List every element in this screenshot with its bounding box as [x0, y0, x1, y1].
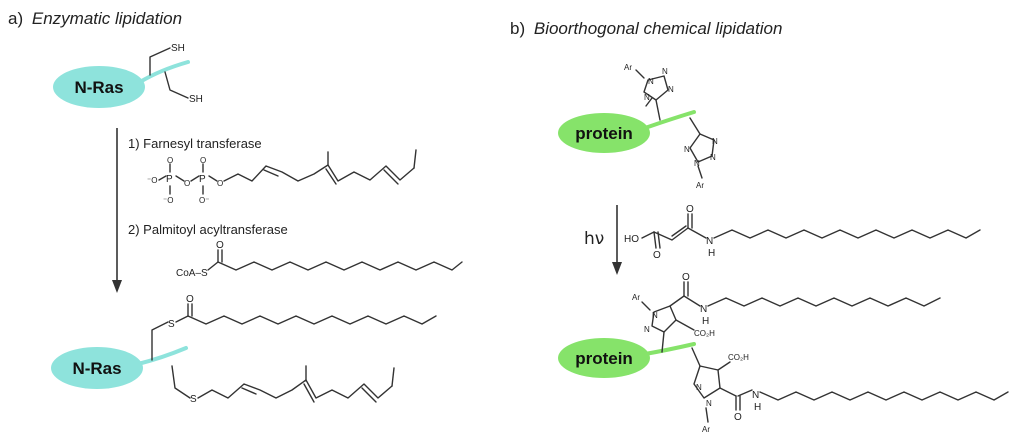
- svg-text:N: N: [700, 304, 707, 315]
- svg-text:CO₂H: CO₂H: [728, 353, 749, 362]
- n-ras-label-product: N-Ras: [72, 359, 121, 378]
- svg-text:Ar: Ar: [624, 63, 632, 72]
- pyrazoline-lower: N N Ar CO₂H O N H: [691, 347, 1009, 434]
- thiol-upper: SH: [171, 43, 185, 54]
- svg-text:O⁻: O⁻: [199, 196, 209, 205]
- n-ras-blob-start: [53, 66, 145, 108]
- svg-text:CO₂H: CO₂H: [694, 329, 715, 338]
- svg-text:N: N: [668, 85, 674, 94]
- n-ras-label-start: N-Ras: [74, 78, 123, 97]
- svg-text:N: N: [696, 383, 702, 392]
- svg-text:N: N: [752, 390, 759, 401]
- palmitoyl-coa: CoA–S O: [176, 240, 463, 279]
- thiol-arm-upper: [149, 47, 171, 76]
- svg-text:O: O: [184, 179, 190, 188]
- svg-text:H: H: [708, 248, 715, 259]
- step-farnesyl-transferase: 1) Farnesyl transferase: [128, 136, 262, 151]
- lipidated-n-ras-chains: S O S: [151, 294, 437, 405]
- svg-text:N: N: [706, 399, 712, 408]
- thiol-arm-lower: [164, 71, 189, 99]
- svg-text:O: O: [686, 204, 694, 215]
- svg-text:O: O: [186, 294, 194, 305]
- svg-text:N: N: [694, 159, 700, 168]
- svg-text:S: S: [190, 394, 197, 405]
- svg-text:O: O: [734, 412, 742, 423]
- svg-text:N: N: [710, 153, 716, 162]
- tetrazole-upper: Ar N N N N: [624, 63, 674, 121]
- step-palmitoyl-acyltransferase: 2) Palmitoyl acyltransferase: [128, 222, 288, 237]
- svg-text:CoA–S: CoA–S: [176, 268, 208, 279]
- panel-b-title: b) Bioorthogonal chemical lipidation: [510, 19, 782, 38]
- svg-text:HO: HO: [624, 234, 639, 245]
- svg-text:H: H: [702, 316, 709, 327]
- light-hv: hν: [584, 229, 604, 249]
- svg-text:O: O: [217, 179, 223, 188]
- svg-text:N: N: [712, 137, 718, 146]
- svg-text:P: P: [166, 174, 173, 185]
- svg-text:N: N: [706, 236, 713, 247]
- n-ras-blob-product: [51, 347, 143, 389]
- svg-text:⁻O: ⁻O: [163, 196, 173, 205]
- svg-text:S: S: [168, 319, 175, 330]
- n-ras-tail-product: [136, 346, 188, 366]
- svg-text:Ar: Ar: [632, 293, 640, 302]
- n-ras-tail-start: [138, 60, 190, 84]
- svg-text:⁻O: ⁻O: [147, 176, 157, 185]
- pyrazoline-upper: Ar N N CO₂H O N H: [632, 272, 941, 353]
- svg-text:N: N: [662, 67, 668, 76]
- protein-blob-start: [558, 113, 650, 153]
- svg-text:O: O: [682, 272, 690, 283]
- reaction-arrow-b-head: [612, 262, 622, 275]
- svg-text:N: N: [684, 145, 690, 154]
- protein-tail-product: [643, 342, 696, 356]
- fumaramide-lipid: HO O O N H: [624, 204, 981, 261]
- protein-blob-product: [558, 338, 650, 378]
- svg-text:Ar: Ar: [696, 181, 704, 190]
- svg-text:N: N: [648, 77, 654, 86]
- svg-text:N: N: [652, 311, 658, 320]
- panel-a-title: a) Enzymatic lipidation: [8, 9, 182, 28]
- svg-text:H: H: [754, 402, 761, 413]
- svg-text:N: N: [644, 325, 650, 334]
- svg-text:O: O: [200, 156, 206, 165]
- thiol-lower: SH: [189, 94, 203, 105]
- tetrazole-lower: N N N N Ar: [684, 117, 718, 190]
- svg-text:P: P: [199, 174, 206, 185]
- svg-text:O: O: [216, 240, 224, 251]
- svg-text:Ar: Ar: [702, 425, 710, 434]
- svg-text:O: O: [653, 250, 661, 261]
- protein-label-start: protein: [575, 124, 633, 143]
- farnesyl-pyrophosphate: ⁻O P O ⁻O O P O O⁻ O: [147, 149, 417, 205]
- svg-text:O: O: [167, 156, 173, 165]
- svg-text:N: N: [644, 93, 650, 102]
- protein-label-product: protein: [575, 349, 633, 368]
- reaction-arrow-a-head: [112, 280, 122, 293]
- protein-tail-start: [643, 110, 696, 130]
